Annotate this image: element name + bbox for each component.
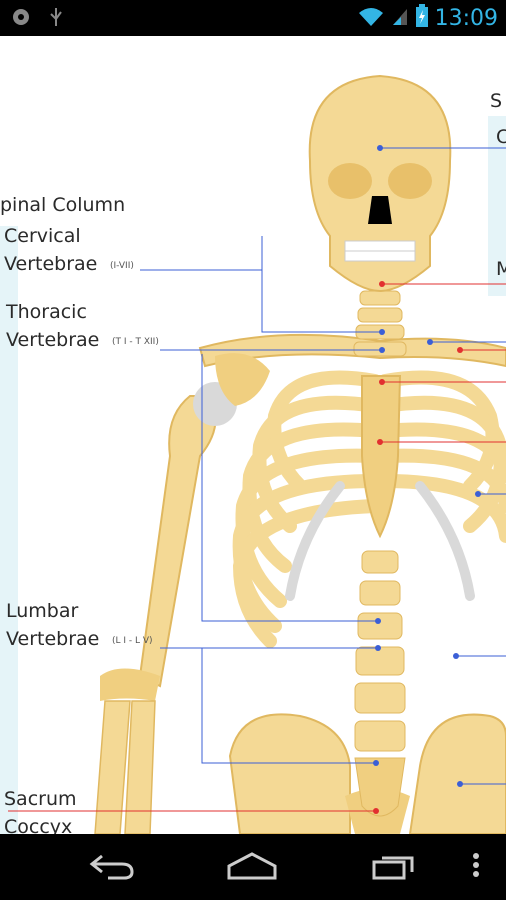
label-sacrum: Sacrum (4, 788, 77, 810)
battery-charging-icon (415, 4, 429, 33)
scapula (215, 353, 270, 406)
label-spinal-column: pinal Column (0, 194, 126, 216)
recent-apps-icon (370, 850, 418, 885)
label-cervical-line1: Cervical (4, 225, 81, 247)
wifi-icon (357, 5, 385, 32)
overflow-menu-icon (472, 852, 480, 883)
forearm (94, 700, 156, 834)
recent-apps-button[interactable] (364, 848, 424, 886)
signal-icon (391, 5, 409, 32)
android-debug-icon (10, 6, 32, 33)
back-icon (88, 850, 136, 885)
label-thoracic-range: (T I - T XII) (112, 337, 159, 347)
label-right-partial-c: C (496, 126, 506, 148)
label-cervical-line2: Vertebrae (4, 253, 98, 275)
humerus (100, 382, 237, 701)
clock: 13:09 (434, 6, 498, 31)
menu-button[interactable] (456, 848, 496, 886)
anchor-dots (373, 145, 481, 814)
home-button[interactable] (222, 848, 282, 886)
back-button[interactable] (82, 848, 142, 886)
label-lumbar-line2: Vertebrae (6, 628, 100, 650)
label-lumbar-line1: Lumbar (6, 600, 79, 622)
label-lumbar-range: (L I - L V) (112, 636, 153, 646)
label-thoracic-line1: Thoracic (6, 301, 87, 323)
label-thoracic-line2: Vertebrae (6, 329, 100, 351)
home-icon (225, 850, 279, 885)
skull (308, 74, 452, 293)
label-right-partial-m: M (496, 258, 506, 280)
sternum (361, 375, 402, 539)
left-side-band (0, 226, 18, 834)
navigation-bar (0, 834, 506, 900)
status-bar: 13:09 (0, 0, 506, 36)
right-side-band (488, 116, 506, 296)
usb-icon (48, 6, 64, 33)
skeleton-diagram[interactable]: pinal Column Cervical Vertebrae (I-VII) … (0, 36, 506, 834)
label-cervical-range: (I-VII) (110, 261, 134, 271)
label-coccyx: Coccyx (4, 816, 73, 834)
vertebral-column (354, 550, 406, 817)
leader-lines (8, 147, 506, 812)
label-right-partial-s: S (490, 90, 503, 112)
cervical-spine (353, 290, 407, 357)
